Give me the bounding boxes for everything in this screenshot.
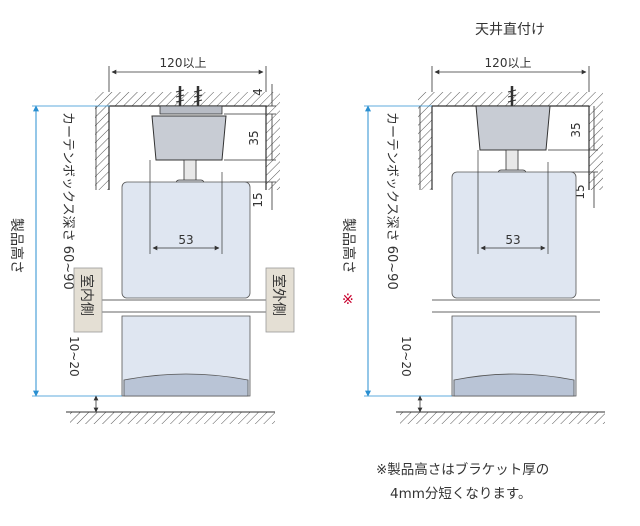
left-wall-right-hatch <box>266 106 280 190</box>
right-asterisk: ※ <box>342 292 354 308</box>
screw-icon <box>175 86 203 108</box>
left-dim-hole: 53 <box>178 233 193 247</box>
left-curtain-upper <box>121 181 251 299</box>
left-bracket <box>151 115 227 161</box>
right-dim-hole: 53 <box>505 233 520 247</box>
left-dim-bracket: 35 <box>247 130 261 145</box>
left-width-label: 120以上 <box>160 56 207 70</box>
left-wall-left-hatch <box>95 106 109 190</box>
right-dim-gap: 15 <box>573 184 587 199</box>
right-box-depth-label: カーテンボックス深さ 60~90 <box>384 112 399 290</box>
left-diagram: 120以上 4 35 15 <box>8 56 295 424</box>
indoor-label: 室内側 <box>78 274 95 316</box>
left-box-depth-label: カーテンボックス深さ 60~90 <box>60 112 75 290</box>
right-dim-bracket: 35 <box>569 122 583 137</box>
outdoor-label: 室外側 <box>270 274 287 316</box>
footnote-line1: ※製品高さはブラケット厚の <box>376 461 549 478</box>
footnote-line2: 4mm分短くなります。 <box>390 486 532 502</box>
right-curtain-upper <box>451 171 577 299</box>
left-bottom-gap: 10~20 <box>67 336 81 377</box>
right-ceiling-hatch <box>418 92 603 106</box>
left-floor-hatch <box>70 412 275 424</box>
left-ceiling-hatch <box>95 92 280 106</box>
right-width-label: 120以上 <box>485 56 532 70</box>
right-title: 天井直付け <box>475 21 545 38</box>
right-floor-hatch <box>400 412 605 424</box>
right-diagram: 天井直付け 120以上 35 15 53 <box>340 21 605 424</box>
right-bottom-gap: 10~20 <box>399 336 413 377</box>
left-dim-gap: 15 <box>251 192 265 207</box>
outdoor-tag <box>265 267 295 333</box>
right-bracket <box>475 105 551 151</box>
left-product-height-label: 製品高さ <box>8 218 25 274</box>
right-product-height-label: 製品高さ <box>340 218 357 274</box>
right-wall-left-hatch <box>418 106 432 190</box>
right-wall-right-hatch <box>589 106 603 190</box>
indoor-tag <box>73 267 103 333</box>
left-dim-top: 4 <box>251 88 265 96</box>
